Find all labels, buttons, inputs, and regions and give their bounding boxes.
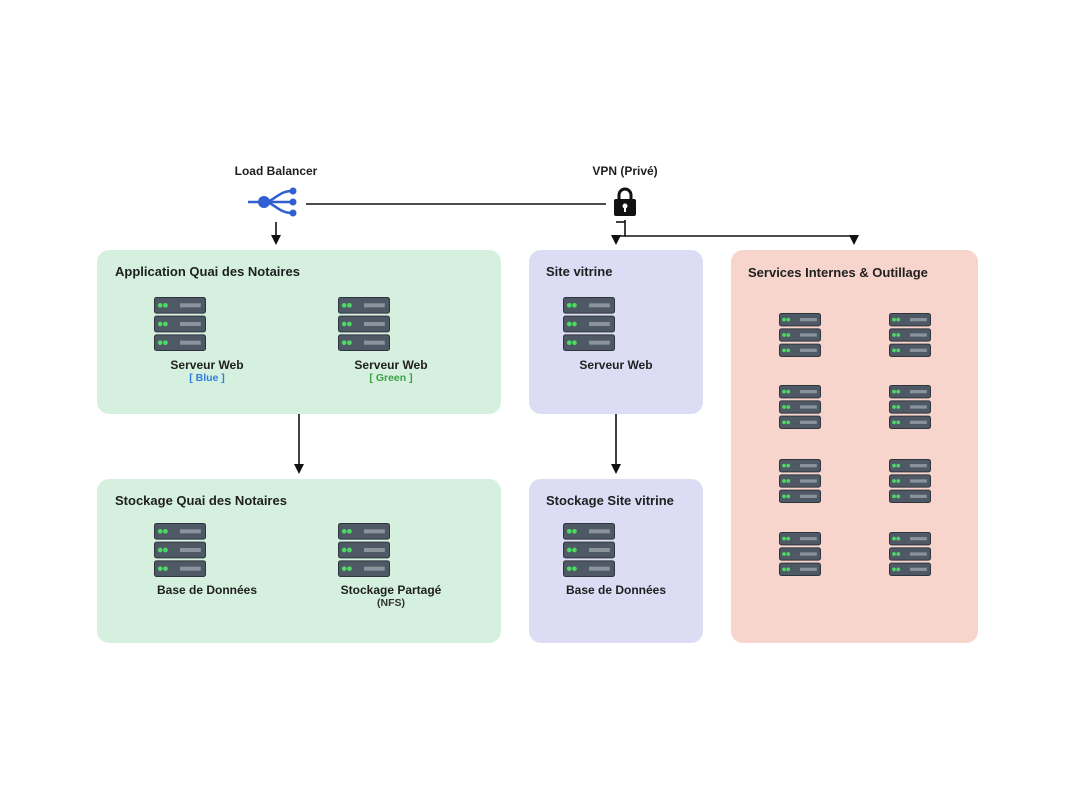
- server-rack-icon-internal-1: [779, 313, 821, 362]
- shared-storage-tag: (NFS): [377, 597, 405, 609]
- server-rack-icon-database: [154, 523, 206, 582]
- server-rack-icon-blue: [154, 297, 206, 356]
- group-site-vitrine: Site vitrine: [529, 250, 703, 414]
- group-title: Application Quai des Notaires: [115, 264, 300, 279]
- group-services-internes: Services Internes & Outillage: [731, 250, 978, 643]
- server-rack-icon-vitrine: [563, 297, 615, 356]
- group-stockage-vitrine: Stockage Site vitrine: [529, 479, 703, 643]
- load-balancer-label: Load Balancer: [234, 164, 318, 178]
- group-title: Site vitrine: [546, 264, 613, 279]
- server-rack-icon-vitrine-db: [563, 523, 615, 582]
- group-title: Services Internes & Outillage: [748, 265, 928, 280]
- server-rack-icon-internal-6: [889, 459, 931, 508]
- group-title: Stockage Site vitrine: [546, 493, 674, 508]
- server-rack-icon-internal-2: [889, 313, 931, 362]
- database-quai-label: Base de Données: [156, 583, 258, 597]
- database-vitrine-label: Base de Données: [565, 583, 667, 597]
- vpn-label: VPN (Privé): [592, 164, 658, 178]
- server-web-green-label: Serveur Web: [354, 358, 428, 372]
- group-title: Stockage Quai des Notaires: [115, 493, 287, 508]
- server-web-green-tag: [ Green ]: [369, 372, 413, 384]
- load-balancer-icon: [248, 187, 297, 217]
- server-web-vitrine-label: Serveur Web: [579, 358, 653, 372]
- server-rack-icon-nfs: [338, 523, 390, 582]
- server-rack-icon-internal-8: [889, 532, 931, 581]
- server-web-blue-tag: [ Blue ]: [189, 372, 225, 384]
- vpn-to-internal-path: [625, 235, 859, 245]
- server-rack-icon-internal-5: [779, 459, 821, 508]
- vpn-to-vitrine-path: [611, 220, 626, 245]
- server-rack-icon-internal-3: [779, 385, 821, 434]
- group-application-quai: Application Quai des Notaires: [97, 250, 501, 414]
- shared-storage-label: Stockage Partagé: [340, 583, 442, 597]
- server-rack-icon-green: [338, 297, 390, 356]
- lock-icon: [614, 187, 636, 216]
- server-rack-icon-internal-4: [889, 385, 931, 434]
- server-web-blue-label: Serveur Web: [170, 358, 244, 372]
- server-rack-icon-internal-7: [779, 532, 821, 581]
